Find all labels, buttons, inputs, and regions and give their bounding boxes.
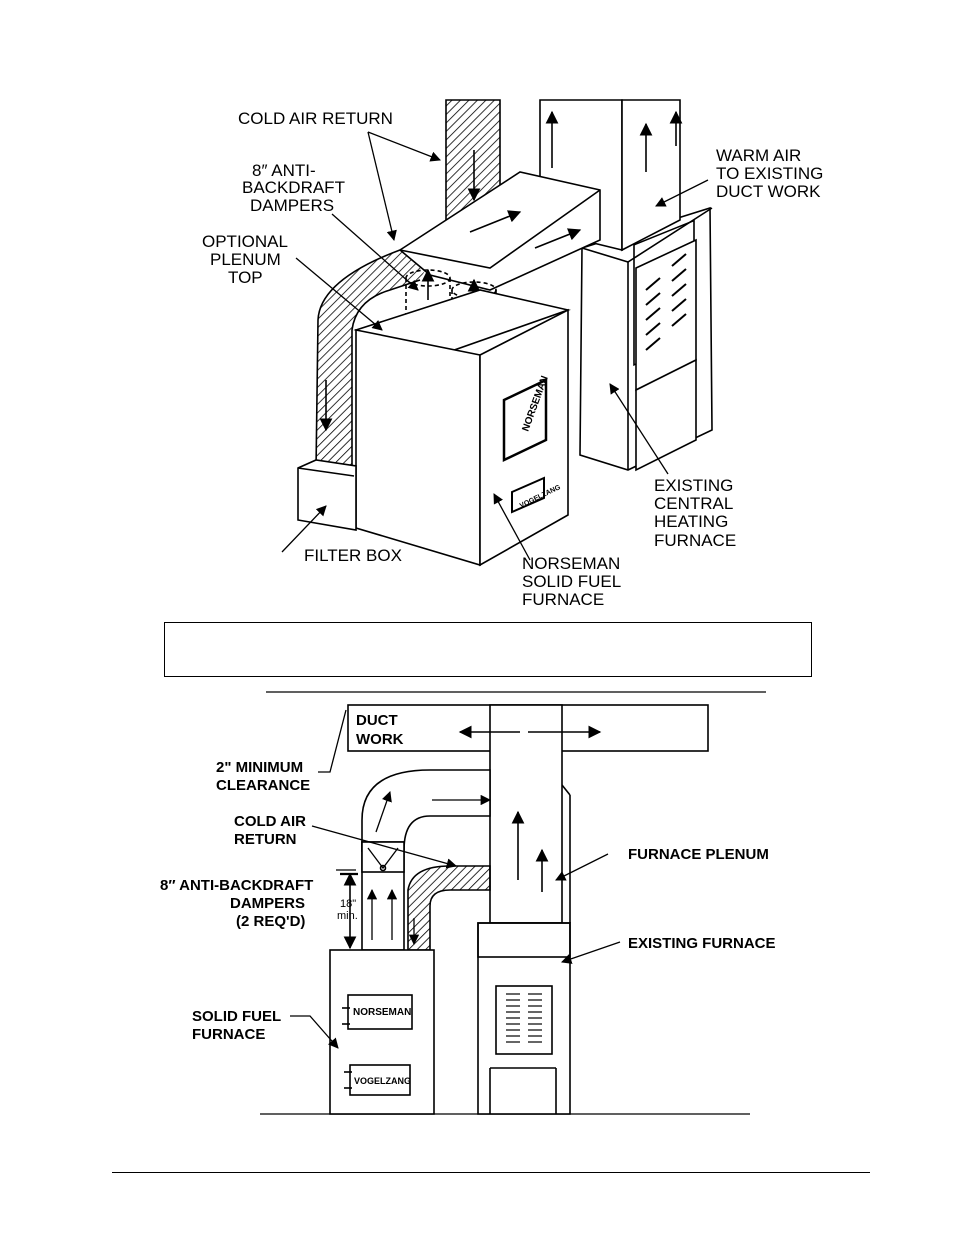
label-warm-3: DUCT WORK: [716, 182, 821, 201]
label-cold-air-return: COLD AIR RETURN: [238, 109, 393, 128]
label-duct-2: WORK: [356, 731, 404, 748]
label-dim-1: 18": [340, 898, 356, 910]
label-dampers-3: DAMPERS: [250, 196, 334, 215]
existing-furnace: [477, 922, 571, 1115]
label-dampers-2: BACKDRAFT: [242, 178, 345, 197]
label-filter-box: FILTER BOX: [304, 546, 402, 565]
label-existing-3: HEATING: [654, 512, 728, 531]
furnace-plenum: [458, 704, 602, 924]
connector-duct: [398, 171, 601, 291]
label-clearance-2: CLEARANCE: [216, 777, 310, 794]
label-existing-1: EXISTING: [654, 476, 733, 495]
label-existing-furnace: EXISTING FURNACE: [628, 935, 776, 952]
label-cold-1: COLD AIR: [234, 813, 306, 830]
label-warm-2: TO EXISTING: [716, 164, 823, 183]
caption-box: [164, 622, 812, 677]
label-dampers-b1: 8″ ANTI-BACKDRAFT: [160, 877, 313, 894]
badge-norseman-bottom: NORSEMAN: [353, 1007, 411, 1018]
label-dampers-1: 8″ ANTI-: [252, 161, 316, 180]
cold-return-duct: [407, 865, 491, 951]
existing-furnace-top: [579, 206, 713, 472]
label-existing-2: CENTRAL: [654, 494, 733, 513]
badge-vogelzang-bottom: VOGELZANG: [354, 1076, 411, 1086]
filter-box: [297, 459, 357, 531]
label-norseman-1: NORSEMAN: [522, 554, 620, 573]
label-plenum-3: TOP: [228, 268, 263, 287]
label-furnace-plenum: FURNACE PLENUM: [628, 846, 769, 863]
top-diagram: [281, 99, 713, 567]
elbow-duct: [361, 769, 491, 852]
label-duct-1: DUCT: [356, 712, 398, 729]
label-dampers-b2: DAMPERS: [230, 895, 305, 912]
label-dim-2: min.: [337, 910, 358, 922]
label-plenum-2: PLENUM: [210, 250, 281, 269]
bottom-diagram: [260, 691, 766, 1115]
label-norseman-2: SOLID FUEL: [522, 572, 621, 591]
label-warm-1: WARM AIR: [716, 146, 801, 165]
label-norseman-3: FURNACE: [522, 590, 604, 609]
label-clearance-1: 2" MINIMUM: [216, 759, 303, 776]
label-plenum-1: OPTIONAL: [202, 232, 288, 251]
footer-rule: [112, 1172, 870, 1173]
label-existing-4: FURNACE: [654, 531, 736, 550]
norseman-furnace-top: [353, 289, 571, 567]
top-leaders: [281, 131, 709, 561]
label-dampers-b3: (2 REQ'D): [236, 913, 305, 930]
label-solid-2: FURNACE: [192, 1026, 265, 1043]
solid-fuel-furnace: [329, 949, 435, 1115]
label-solid-1: SOLID FUEL: [192, 1008, 281, 1025]
bottom-leaders: [290, 709, 621, 1049]
label-cold-2: RETURN: [234, 831, 297, 848]
